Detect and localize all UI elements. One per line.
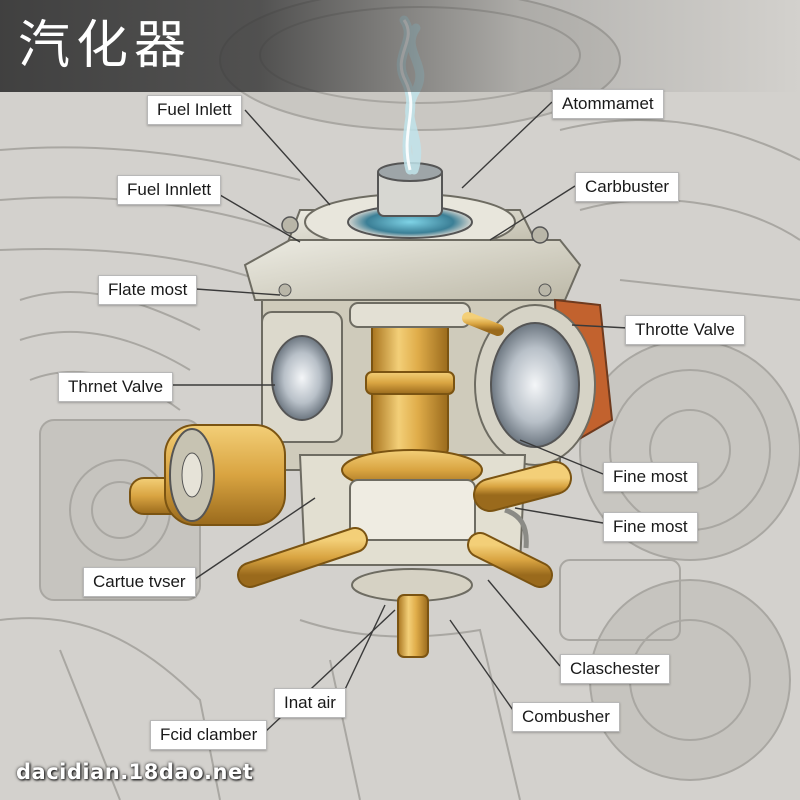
brass-tubes — [129, 312, 572, 588]
title-band — [0, 0, 800, 92]
label-fine-most-1: Fine most — [603, 462, 698, 492]
label-claschester: Claschester — [560, 654, 670, 684]
label-inat-air: Inat air — [274, 688, 346, 718]
label-atommamet: Atommamet — [552, 89, 664, 119]
label-flate-most: Flate most — [98, 275, 198, 305]
label-combusher: Combusher — [512, 702, 620, 732]
label-fuel-inlet-top: Fuel Inlett — [147, 95, 242, 125]
label-fcid-clamber: Fcid clamber — [150, 720, 268, 750]
brass-column — [349, 302, 471, 459]
left-port — [261, 311, 343, 443]
label-thrnet-valve: Thrnet Valve — [58, 372, 174, 402]
throttle-port — [474, 298, 614, 466]
label-fuel-inlet-2: Fuel Innlett — [117, 175, 222, 205]
label-throtte-valve: Throtte Valve — [625, 315, 745, 345]
label-fine-most-2: Fine most — [603, 512, 698, 542]
page-title: 汽化器 — [18, 16, 193, 76]
watermark-url: dacidian.18dao.net — [16, 760, 254, 784]
label-carbbuster: Carbbuster — [575, 172, 680, 202]
label-cartue-tvser: Cartue tvser — [83, 567, 196, 597]
